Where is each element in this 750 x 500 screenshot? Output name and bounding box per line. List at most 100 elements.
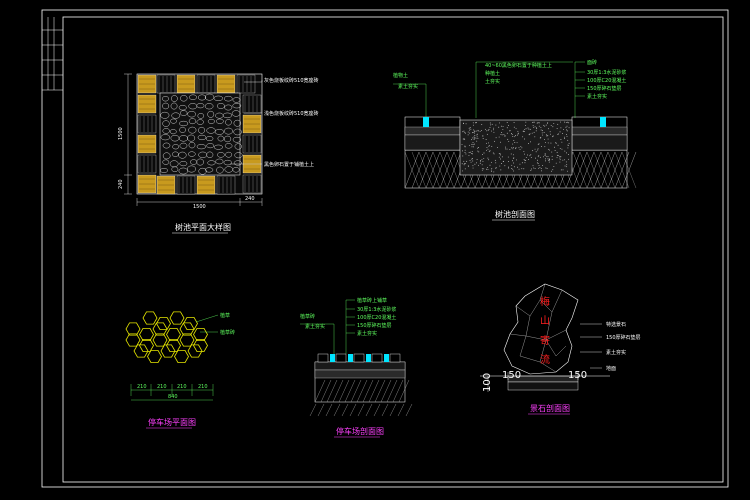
hex-dim-2: 210 xyxy=(157,384,167,390)
gravel-dot xyxy=(488,145,490,147)
pebble xyxy=(187,134,196,142)
gravel-dot xyxy=(501,134,503,136)
gravel-dot xyxy=(486,166,488,168)
hex-dim-3: 210 xyxy=(177,384,187,390)
pebble xyxy=(232,167,240,173)
gravel-dot xyxy=(527,143,529,145)
pebble xyxy=(213,144,223,150)
gravel-dot xyxy=(564,165,566,167)
parking-hatch xyxy=(309,379,413,417)
gravel-dot xyxy=(505,146,507,148)
paving-tile xyxy=(156,175,176,195)
gravel-dot xyxy=(494,159,496,161)
gravel-dot xyxy=(559,131,561,133)
gravel-dot xyxy=(532,150,534,152)
pebble xyxy=(170,118,177,124)
gravel-dot xyxy=(462,150,463,152)
gravel-dot xyxy=(566,166,568,168)
gravel-dot xyxy=(523,131,525,133)
gravel-dot xyxy=(561,141,563,143)
gravel-dot xyxy=(514,142,516,143)
rock-carving-4: 流 xyxy=(540,353,550,366)
gravel-dot xyxy=(482,138,484,140)
gravel-dot xyxy=(468,154,470,156)
gravel-dot xyxy=(477,133,478,135)
gravel-dot xyxy=(548,159,550,161)
parking-hatch-line xyxy=(333,403,341,417)
gravel-dot xyxy=(566,130,568,132)
gravel-dot xyxy=(503,134,505,135)
gravel-dot xyxy=(538,167,540,169)
pebble xyxy=(217,103,225,109)
pebble xyxy=(198,126,205,134)
gravel-dot xyxy=(527,127,529,129)
gravel-dot xyxy=(538,165,540,167)
rock-carving-1: 梅 xyxy=(540,295,550,308)
gravel-dot xyxy=(564,121,566,123)
parking-hatch-line xyxy=(332,379,344,403)
gravel-dot xyxy=(532,121,534,123)
plan-dim-height: 1500 xyxy=(118,127,124,140)
gravel-dot xyxy=(533,126,535,128)
gravel-dot xyxy=(475,130,477,132)
gravel-dot xyxy=(483,152,485,154)
soil-hatch-line xyxy=(432,151,448,189)
plan-dim-right: 240 xyxy=(245,196,255,202)
gravel-dot xyxy=(551,158,553,160)
rock-label-1: 特选景石 xyxy=(606,321,626,328)
gravel-dot xyxy=(548,158,550,160)
gravel-dot xyxy=(482,153,483,155)
pebble xyxy=(206,151,214,158)
gravel-dot xyxy=(537,143,539,145)
gravel-dot xyxy=(504,135,506,136)
gravel-dot xyxy=(512,148,514,150)
gravel-dot xyxy=(468,152,470,153)
gravel-dot xyxy=(464,149,466,151)
gravel-dot xyxy=(486,149,487,151)
gravel-dot xyxy=(508,140,510,142)
park-right-3: 100厚C20混凝土 xyxy=(357,314,396,321)
gravel-dot xyxy=(544,125,546,127)
gravel-dot xyxy=(523,130,524,132)
gravel-dot xyxy=(523,168,525,170)
grass-joint-marker xyxy=(384,354,389,362)
gravel-dot xyxy=(505,148,507,150)
gravel-dot xyxy=(472,144,474,146)
paving-tile xyxy=(196,175,216,195)
paving-tile xyxy=(242,94,262,114)
gravel-dot xyxy=(550,133,552,135)
gravel-dot xyxy=(506,148,508,150)
gravel-dot xyxy=(493,171,495,173)
pebble xyxy=(233,128,242,136)
gravel-dot xyxy=(470,128,472,130)
gravel-dot xyxy=(522,136,524,138)
gravel-dot xyxy=(493,131,495,133)
gravel-dot xyxy=(519,163,521,165)
soil-hatch-line xyxy=(446,151,462,189)
pebble xyxy=(215,158,224,165)
pebble xyxy=(196,103,205,109)
parking-hatch-line xyxy=(320,379,332,403)
gravel-dot xyxy=(543,156,544,158)
paving-tile xyxy=(137,154,157,174)
gravel-dot xyxy=(463,160,465,162)
park-left-2: 素土夯实 xyxy=(305,323,325,330)
hex-paver xyxy=(152,322,168,336)
gravel-dot xyxy=(545,160,546,162)
section-top-title: 树池剖面图 xyxy=(495,209,535,219)
gravel-dot xyxy=(501,132,503,133)
gravel-dot xyxy=(463,130,465,132)
gravel-dot xyxy=(525,128,527,130)
gravel-dot xyxy=(511,134,513,136)
gravel-dot xyxy=(550,124,552,126)
paving-tile xyxy=(242,174,262,194)
pebble xyxy=(188,141,196,149)
soil-hatch-line xyxy=(579,151,595,189)
pebble xyxy=(196,144,206,150)
gravel-dot xyxy=(544,153,546,155)
gravel-dot xyxy=(511,147,513,149)
parking-hatch-line xyxy=(373,403,381,417)
gravel-dot xyxy=(534,136,536,138)
gravel-dot xyxy=(463,138,465,140)
gravel-dot xyxy=(498,136,500,138)
